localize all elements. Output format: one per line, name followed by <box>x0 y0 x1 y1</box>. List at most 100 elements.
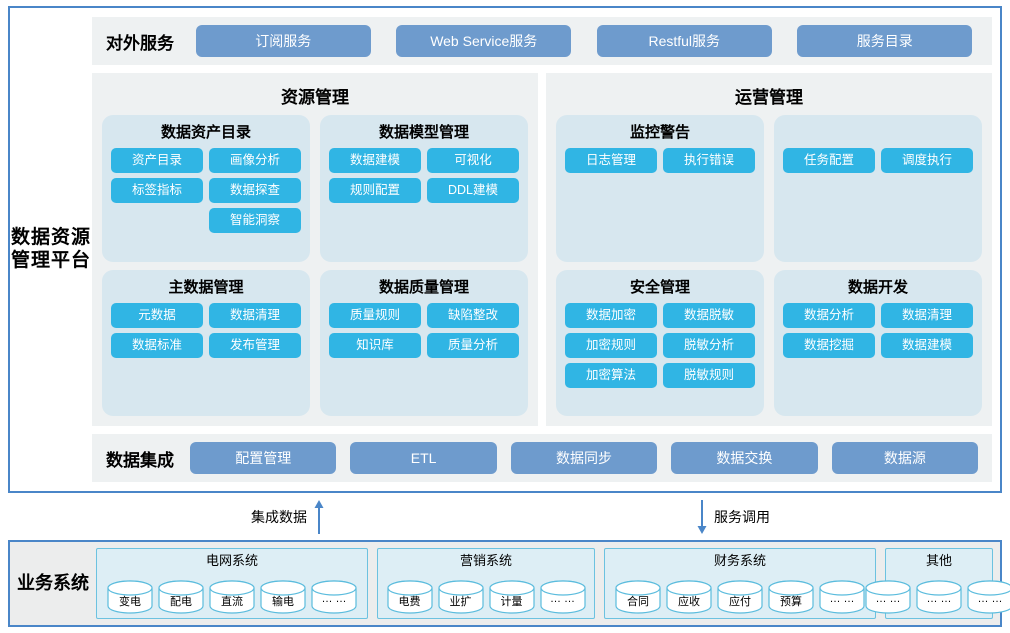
chip-item[interactable]: 规则配置 <box>329 178 421 203</box>
chip-item[interactable]: 执行错误 <box>663 148 755 173</box>
database-cylinder-icon[interactable]: … … <box>865 580 911 614</box>
chip-item[interactable]: 元数据 <box>111 302 203 328</box>
card-data-quality-management[interactable]: 数据质量管理 质量规则 缺陷整改 知识库 质量分析 <box>320 269 528 416</box>
cylinder-label: … … <box>829 593 855 605</box>
database-cylinder-icon[interactable]: … … <box>916 580 962 614</box>
card-task-scheduling[interactable]: 任务配置 调度执行 <box>774 115 982 262</box>
domain-panel-resource-management: 资源管理 数据资产目录 资产目录 画像分析 标签指标 数据探查 智能洞察 <box>92 73 538 426</box>
chip-item[interactable]: 脱敏分析 <box>663 332 755 358</box>
database-cylinder-icon[interactable]: 输电 <box>260 580 306 614</box>
chip-item[interactable]: 数据脱敏 <box>663 302 755 328</box>
chip-item[interactable]: 质量规则 <box>329 302 421 328</box>
data-integration-button[interactable]: ETL <box>350 442 497 474</box>
cylinder-label: 预算 <box>780 596 802 608</box>
card-title <box>783 121 973 145</box>
card-data-asset-catalog[interactable]: 数据资产目录 资产目录 画像分析 标签指标 数据探查 智能洞察 <box>102 115 310 262</box>
business-group-title: 营销系统 <box>459 553 512 568</box>
card-monitoring-alerts[interactable]: 监控警告 日志管理 执行错误 <box>556 115 764 262</box>
business-group-finance[interactable]: 财务系统 合同 应收 <box>604 548 876 619</box>
cylinder-label: … … <box>549 593 576 605</box>
chip-item[interactable]: 数据探查 <box>209 178 301 203</box>
chip-item[interactable]: 知识库 <box>329 332 421 358</box>
database-cylinder-icon[interactable]: 业扩 <box>437 580 484 614</box>
connector-label: 集成数据 <box>251 508 307 525</box>
cylinder-label: 业扩 <box>449 596 472 608</box>
card-master-data-management[interactable]: 主数据管理 元数据 数据清理 数据标准 发布管理 <box>102 269 310 416</box>
chip-item[interactable]: 任务配置 <box>783 148 875 173</box>
database-cylinder-icon[interactable]: 电费 <box>386 580 433 614</box>
business-group-power-grid[interactable]: 电网系统 变电 配电 <box>96 548 368 619</box>
chip-item[interactable]: 标签指标 <box>111 178 203 203</box>
chip-item[interactable]: 发布管理 <box>209 332 301 358</box>
platform-body: 对外服务 订阅服务 Web Service服务 Restful服务 服务目录 资… <box>92 8 1000 491</box>
card-title: 数据质量管理 <box>378 278 469 296</box>
database-cylinder-icon[interactable]: 配电 <box>158 580 204 614</box>
chip-grid: 数据建模 可视化 规则配置 DDL建模 <box>329 145 519 253</box>
card-data-development[interactable]: 数据开发 数据分析 数据清理 数据挖掘 数据建模 <box>774 269 982 416</box>
platform-title: 数据资源管理平台 <box>10 227 91 271</box>
card-title: 监控警告 <box>629 124 690 141</box>
cylinder-label: 电费 <box>398 596 421 608</box>
card-title: 安全管理 <box>629 278 690 296</box>
chip-item[interactable]: 脱敏规则 <box>663 362 755 388</box>
chip-item[interactable]: 数据分析 <box>783 302 875 328</box>
chip-item[interactable]: 智能洞察 <box>209 208 301 233</box>
external-service-button[interactable]: 订阅服务 <box>195 25 371 57</box>
chip-grid: 资产目录 画像分析 标签指标 数据探查 智能洞察 <box>111 145 301 253</box>
database-cylinder-icon[interactable]: 应收 <box>666 580 712 614</box>
database-cylinder-icon[interactable]: 直流 <box>209 580 255 614</box>
arrow-down-icon <box>696 499 708 534</box>
business-group-marketing[interactable]: 营销系统 电费 业扩 <box>377 548 595 619</box>
chip-item[interactable]: 数据挖掘 <box>783 332 875 358</box>
chip-item[interactable]: 数据建模 <box>329 148 421 173</box>
chip-item[interactable]: DDL建模 <box>427 178 519 203</box>
database-cylinder-icon[interactable]: … … <box>539 580 586 614</box>
external-service-button[interactable]: Restful服务 <box>596 25 772 57</box>
data-integration-label: 数据集成 <box>106 450 174 470</box>
database-cylinder-icon[interactable]: 合同 <box>615 580 661 614</box>
external-service-button[interactable]: 服务目录 <box>797 25 973 57</box>
chip-item[interactable]: 质量分析 <box>427 332 519 358</box>
database-cylinder-icon[interactable]: 应付 <box>717 580 763 614</box>
business-group-other[interactable]: 其他 … … … … <box>865 548 1010 619</box>
external-services-items: 订阅服务 Web Service服务 Restful服务 服务目录 <box>190 25 978 57</box>
database-cylinder-icon[interactable]: … … <box>967 580 1010 614</box>
chip-item[interactable]: 数据清理 <box>209 302 301 328</box>
data-integration-button[interactable]: 数据同步 <box>510 442 658 474</box>
chip-item[interactable]: 资产目录 <box>111 148 203 173</box>
database-cylinder-icon[interactable]: … … <box>819 580 865 614</box>
card-data-model-management[interactable]: 数据模型管理 数据建模 可视化 规则配置 DDL建模 <box>320 115 528 262</box>
chip-item[interactable]: 数据标准 <box>111 332 203 358</box>
card-security-management[interactable]: 安全管理 数据加密 数据脱敏 加密规则 脱敏分析 加密算法 脱敏规则 <box>556 269 764 416</box>
data-integration-button[interactable]: 数据交换 <box>671 442 818 474</box>
card-title: 主数据管理 <box>168 278 244 296</box>
chip-item[interactable]: 加密算法 <box>565 362 657 388</box>
chip-item[interactable]: 调度执行 <box>881 148 973 173</box>
chip-item[interactable]: 数据加密 <box>565 302 657 328</box>
cylinder-label: 应收 <box>678 596 700 608</box>
cylinder-label: 变电 <box>119 596 141 608</box>
cylinder-label: … … <box>926 593 952 605</box>
chip-item[interactable]: 缺陷整改 <box>427 302 519 328</box>
chip-item[interactable]: 日志管理 <box>565 148 657 173</box>
chip-item[interactable]: 画像分析 <box>209 148 301 173</box>
connector-service-invocation: 服务调用 <box>696 499 770 534</box>
cylinder-list: 变电 配电 直流 <box>107 571 357 614</box>
chip-item[interactable]: 数据清理 <box>881 302 973 328</box>
database-cylinder-icon[interactable]: 计量 <box>488 580 535 614</box>
chip-item[interactable]: 数据建模 <box>881 332 973 358</box>
card-title: 数据资产目录 <box>160 124 251 141</box>
chip-item[interactable]: 加密规则 <box>565 332 657 358</box>
chip-item[interactable]: 可视化 <box>427 148 519 173</box>
business-group-title: 财务系统 <box>713 553 766 568</box>
domain-card-grid: 监控警告 日志管理 执行错误 任务配置 调度执行 <box>556 115 982 416</box>
domain-title: 运营管理 <box>735 88 803 107</box>
data-integration-button[interactable]: 配置管理 <box>190 442 337 474</box>
database-cylinder-icon[interactable]: 变电 <box>107 580 153 614</box>
data-integration-button[interactable]: 数据源 <box>831 442 979 474</box>
data-integration-items: 配置管理 ETL 数据同步 数据交换 数据源 <box>190 442 979 474</box>
database-cylinder-icon[interactable]: … … <box>311 580 357 614</box>
business-systems-title: 业务系统 <box>17 572 89 593</box>
external-service-button[interactable]: Web Service服务 <box>396 25 572 57</box>
database-cylinder-icon[interactable]: 预算 <box>768 580 814 614</box>
